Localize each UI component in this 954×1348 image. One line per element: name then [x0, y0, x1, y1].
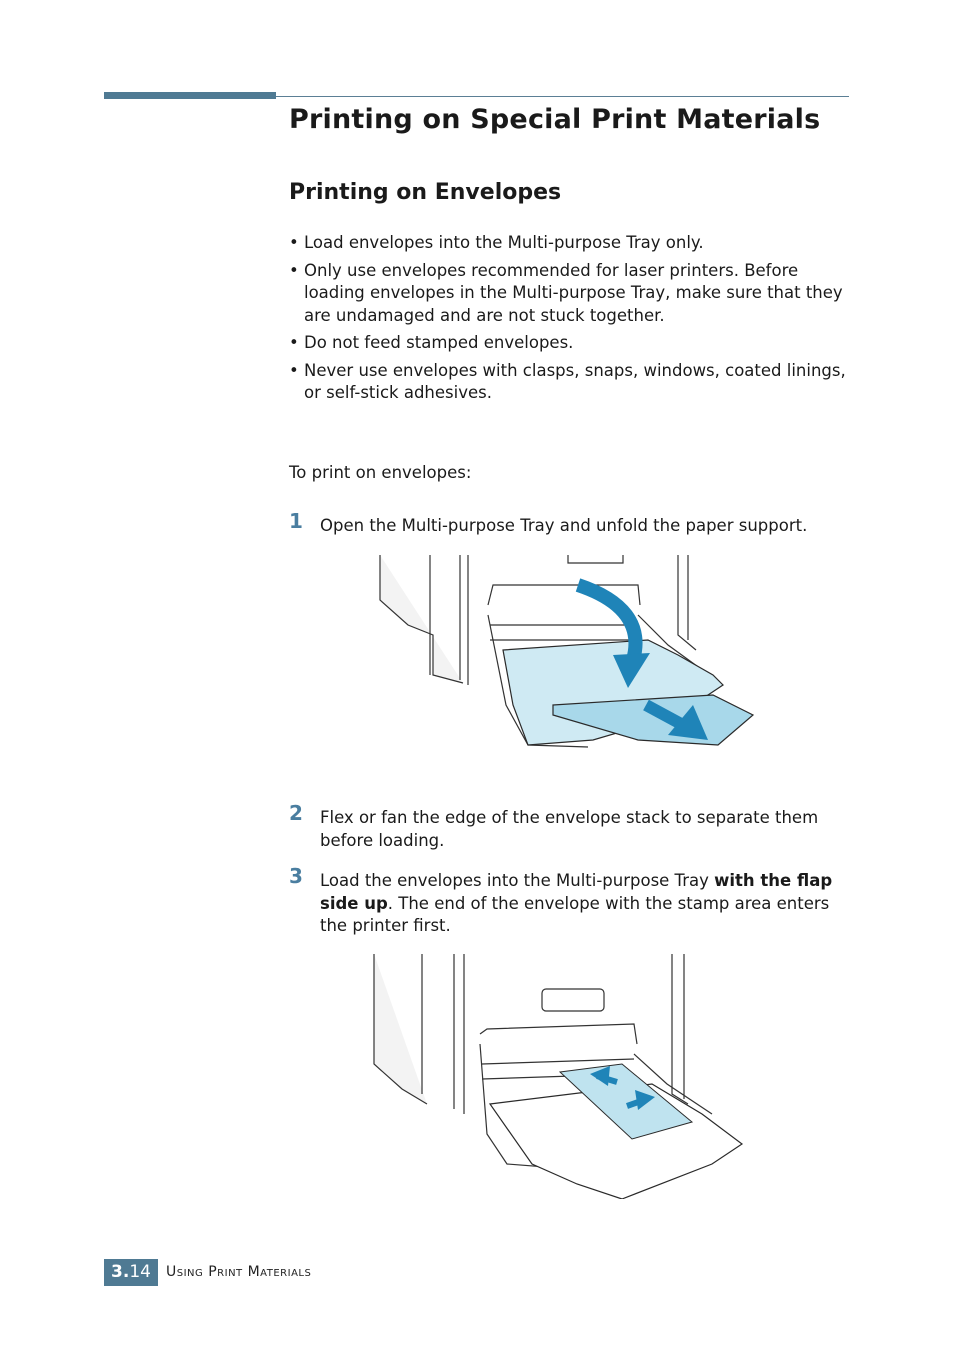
footer-section-title: Using Print Materials — [166, 1264, 312, 1280]
figure-load-envelopes — [373, 954, 744, 1199]
list-item: •Do not feed stamped envelopes. — [289, 333, 574, 352]
intro-text: To print on envelopes: — [289, 463, 472, 482]
step-text: Flex or fan the edge of the envelope sta… — [320, 808, 819, 850]
step-text: Open the Multi-purpose Tray and unfold t… — [320, 516, 808, 535]
step-number: 3 — [289, 864, 303, 888]
header-accent-bar — [104, 92, 276, 99]
section-heading: Printing on Envelopes — [289, 180, 562, 205]
list-item: •Never use envelopes with clasps, snaps,… — [289, 360, 846, 403]
list-item: •Load envelopes into the Multi-purpose T… — [289, 233, 704, 252]
step-text: Load the envelopes into the Multi-purpos… — [320, 871, 833, 935]
bullet-list: •Load envelopes into the Multi-purpose T… — [289, 232, 849, 410]
header-rule — [104, 96, 849, 97]
step-number: 2 — [289, 801, 303, 825]
figure-open-tray — [379, 555, 755, 748]
step-3: 3 Load the envelopes into the Multi-purp… — [289, 865, 849, 938]
step-1: 1 Open the Multi-purpose Tray and unfold… — [289, 510, 849, 538]
page-title: Printing on Special Print Materials — [289, 104, 821, 135]
step-number: 1 — [289, 509, 303, 533]
list-item: •Only use envelopes recommended for lase… — [289, 260, 843, 325]
page-number-badge: 3.14 — [104, 1259, 158, 1286]
step-2: 2 Flex or fan the edge of the envelope s… — [289, 802, 849, 852]
